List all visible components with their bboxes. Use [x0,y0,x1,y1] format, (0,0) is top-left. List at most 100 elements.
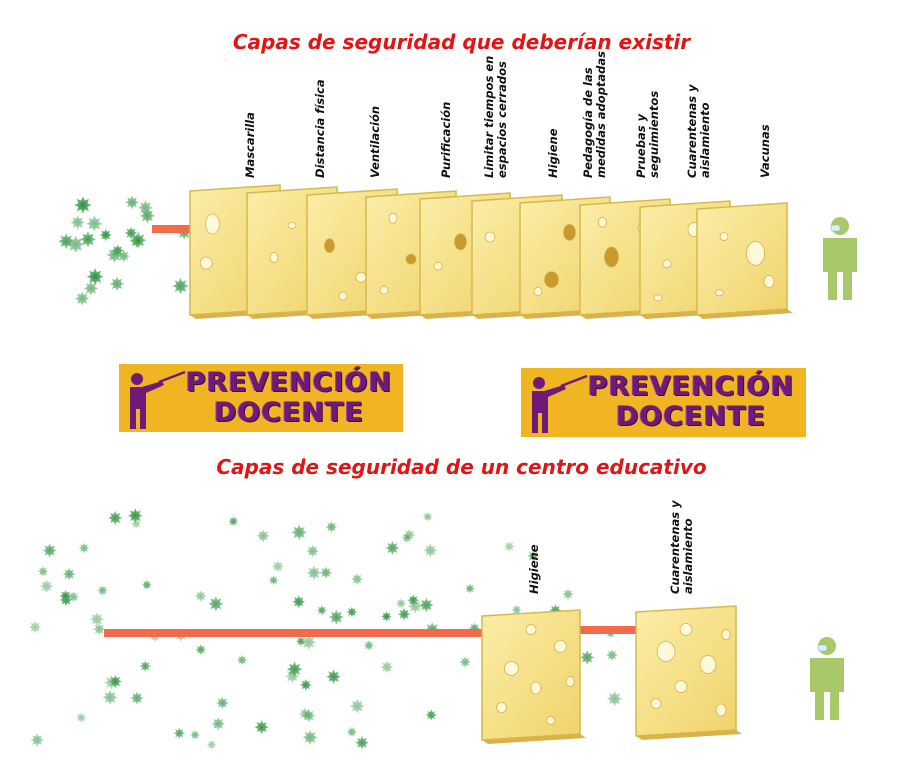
virus-icon [127,508,143,524]
top-cheese-slices [189,184,793,319]
layer-label: Limitar tiempos en espacios cerrados [478,0,514,178]
virus-icon [70,215,85,230]
layer-label-text: Distancia física [312,79,327,178]
virus-icon [86,215,103,232]
virus-icon [271,560,285,573]
virus-icon [579,650,595,665]
virus-icon [211,717,225,731]
virus-icon [228,516,239,527]
virus-icon [464,583,475,594]
virus-icon [58,233,75,250]
prevencion-docente-banner-right: PREVENCIÓN DOCENTE [521,368,806,437]
virus-icon [306,565,322,581]
banner-line2: DOCENTE [213,397,365,428]
virus-icon [108,510,123,526]
virus-icon [302,729,318,746]
banner-line1: PREVENCIÓN [587,371,795,402]
virus-icon [292,595,306,609]
virus-icon [131,518,142,529]
virus-icon [99,228,112,242]
virus-icon [93,622,106,636]
virus-icon [319,566,333,579]
layer-label-text: Mascarilla [242,112,257,178]
virus-icon [422,511,433,522]
virus-icon [236,654,248,666]
virus-icon [397,607,411,621]
layer-label-text: Cuarentenas y aislamiento [685,84,712,178]
virus-icon [268,575,279,586]
virus-icon [527,550,540,563]
virus-icon [511,604,522,615]
virus-icon [216,696,229,710]
virus-icon [355,735,369,750]
virus-icon [301,634,317,650]
virus-icon [74,291,90,306]
virus-icon [125,195,140,210]
banner-line1: PREVENCIÓN [185,367,393,398]
virus-icon [425,709,437,721]
cheese-slice-icon [696,202,793,319]
banner-line2: DOCENTE [615,401,767,432]
virus-icon [208,596,224,612]
virus-icon [62,567,76,581]
prevencion-docente-banner-left: PREVENCIÓN DOCENTE [119,364,403,432]
layer-label-text: Higiene [526,544,541,594]
virus-icon [108,674,123,689]
layer-label-text: Purificación [438,101,453,178]
person-icon [810,637,844,720]
layer-label-text: Pruebas y seguimientos [634,90,661,178]
layer-label: Vacunas [747,0,783,178]
virus-icon [606,690,623,707]
virus-icon [385,540,400,555]
bottom-title: Capas de seguridad de un centro educativ… [216,455,707,479]
virus-icon [37,566,49,577]
layer-label: Pedagogía de las medidas adoptadas [577,0,613,178]
layer-label: Ventilación [357,0,393,178]
virus-icon [190,730,201,740]
virus-icon [299,678,312,691]
virus-icon [363,640,375,651]
virus-icon [79,231,96,248]
virus-icon [97,585,108,596]
virus-icon [130,691,144,705]
virus-icon [285,668,300,684]
virus-icon [109,276,125,292]
virus-icon [326,669,341,684]
virus-icon [298,707,312,720]
virus-icon [59,589,72,602]
virus-icon [503,540,515,552]
virus-icon [28,620,42,634]
virus-icon [306,544,320,558]
cheese-slice-icon [481,609,586,744]
virus-icon [381,611,392,622]
teacher-icon [130,370,186,429]
virus-icon [407,598,423,614]
layer-label: Distancia física [302,0,338,178]
virus-icon [459,656,471,668]
virus-icon [606,649,618,662]
layer-label: Mascarilla [232,0,268,178]
virus-icon [141,579,152,590]
layer-label: Higiene [535,0,571,178]
virus-icon [172,277,189,295]
virus-icon [139,208,155,224]
bottom-cheese-slices [481,605,742,744]
virus-icon [195,644,207,655]
virus-icon [194,590,207,603]
virus-icon [173,727,185,739]
teacher-icon [532,374,588,433]
virus-icon [325,521,338,533]
virus-icon [206,739,217,750]
layer-label-text: Vacunas [757,124,772,178]
virus-icon [76,712,87,723]
virus-icon [328,609,344,625]
virus-icon [138,200,153,216]
virus-icon [395,598,407,609]
virus-icon [30,733,45,747]
top-title: Capas de seguridad que deberían existir [232,30,691,54]
virus-icon [346,606,358,618]
layer-label: Purificación [428,0,464,178]
person-icon [823,217,857,300]
virus-icon [130,231,147,249]
